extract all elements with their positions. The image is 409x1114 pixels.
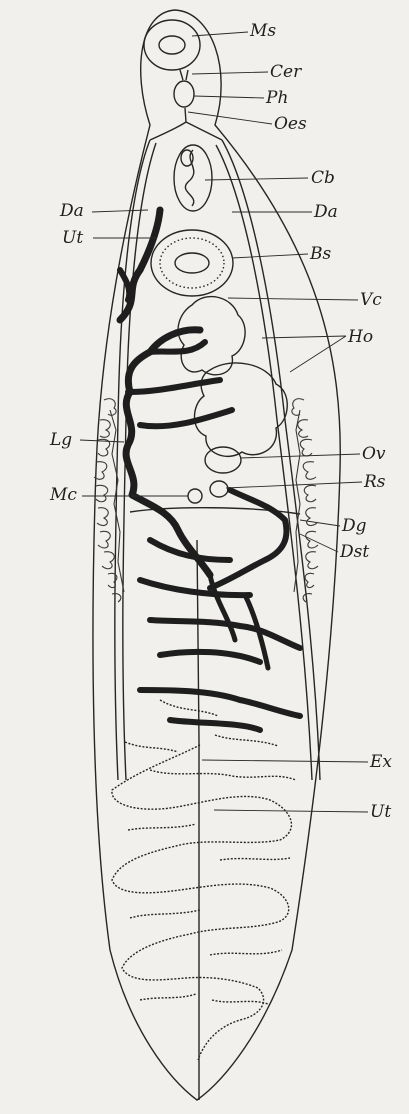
label-ph: Ph (265, 88, 288, 108)
label-vc: Vc (360, 290, 382, 310)
ovary (205, 447, 241, 473)
label-dg: Dg (341, 516, 367, 536)
body-outline (93, 10, 340, 1100)
ventral-sucker (151, 230, 233, 296)
label-ex: Ex (369, 752, 392, 772)
mehlis-gland (188, 489, 202, 503)
label-lg: Lg (49, 430, 72, 450)
receptaculum-seminis (210, 481, 228, 497)
intestinal-branch-left (115, 140, 150, 780)
label-ut-upper: Ut (62, 228, 83, 248)
label-da-left: Da (59, 201, 84, 221)
label-rs: Rs (363, 472, 386, 492)
label-cb: Cb (311, 168, 335, 188)
uterus-dark-coils (120, 210, 300, 730)
label-ms: Ms (249, 21, 276, 41)
label-da-right: Da (313, 202, 338, 222)
testis-lower (195, 363, 288, 456)
intestinal-branch-right-inner (216, 145, 312, 780)
label-mc: Mc (49, 485, 77, 505)
label-ov: Ov (362, 444, 386, 464)
label-dst: Dst (339, 542, 369, 562)
cirrus-bag (174, 145, 212, 211)
label-oes: Oes (274, 114, 307, 134)
oesophagus (150, 108, 222, 140)
pharynx (174, 70, 194, 107)
label-bs: Bs (309, 244, 331, 264)
label-ho: Ho (347, 327, 373, 347)
label-cer: Cer (270, 62, 302, 82)
oral-sucker (144, 20, 200, 70)
label-ut-lower: Ut (370, 802, 391, 822)
